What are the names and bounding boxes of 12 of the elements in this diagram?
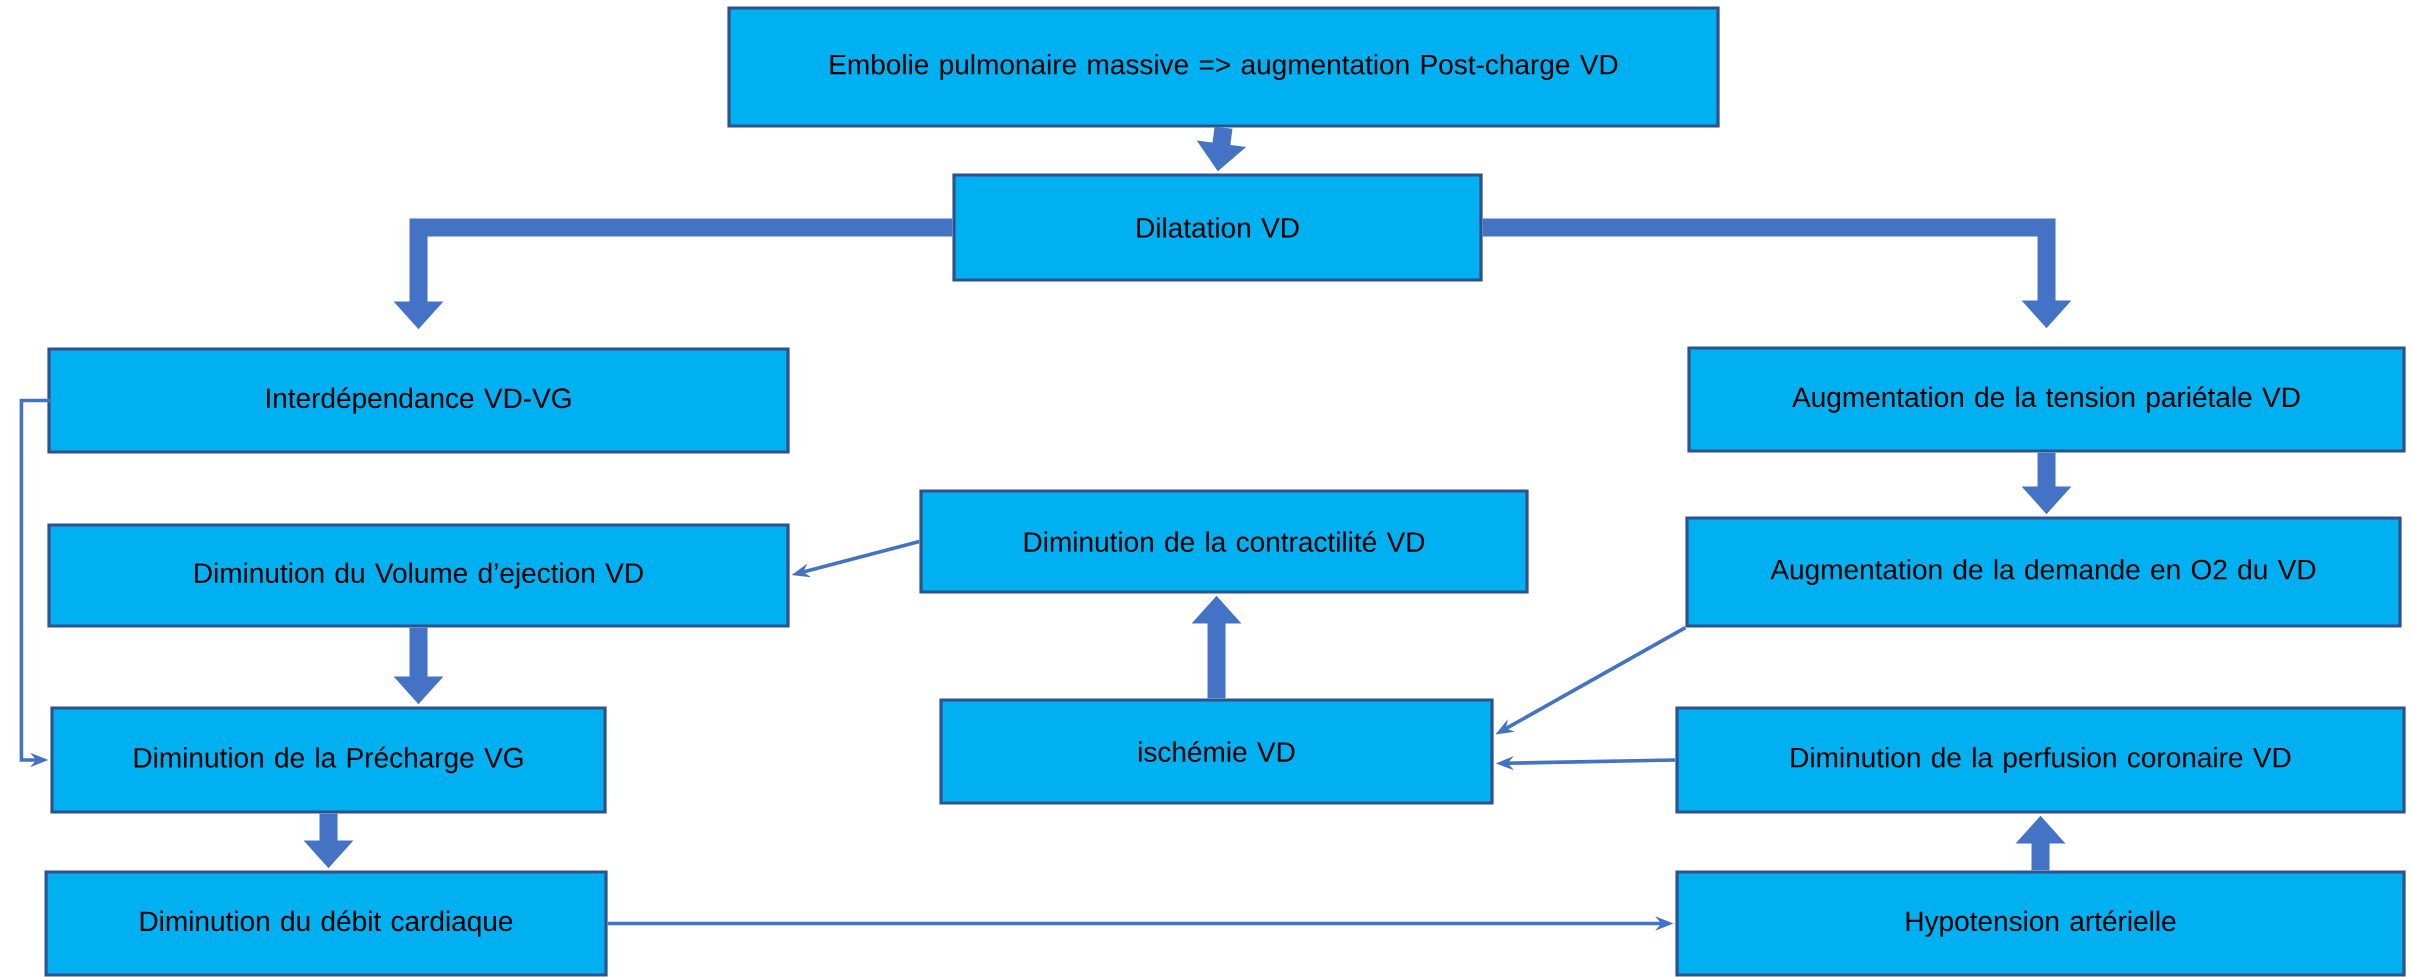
process-box: Hypotension artérielle xyxy=(1675,870,2406,977)
process-box: Diminution du débit cardiaque xyxy=(44,870,608,977)
process-box: Diminution du Volume d’ejection VD xyxy=(47,523,790,628)
process-box: Augmentation de la demande en O2 du VD xyxy=(1685,516,2402,628)
process-box: Dilatation VD xyxy=(952,173,1483,282)
process-box: ischémie VD xyxy=(939,698,1494,805)
process-box: Augmentation de la tension pariétale VD xyxy=(1687,346,2406,453)
process-box: Diminution de la contractilité VD xyxy=(919,489,1529,594)
process-box: Diminution de la Précharge VG xyxy=(50,706,607,814)
process-box: Interdépendance VD-VG xyxy=(47,347,790,454)
process-box: Diminution de la perfusion coronaire VD xyxy=(1675,706,2406,814)
process-box: Embolie pulmonaire massive => augmentation Post-charge VD xyxy=(727,6,1720,128)
